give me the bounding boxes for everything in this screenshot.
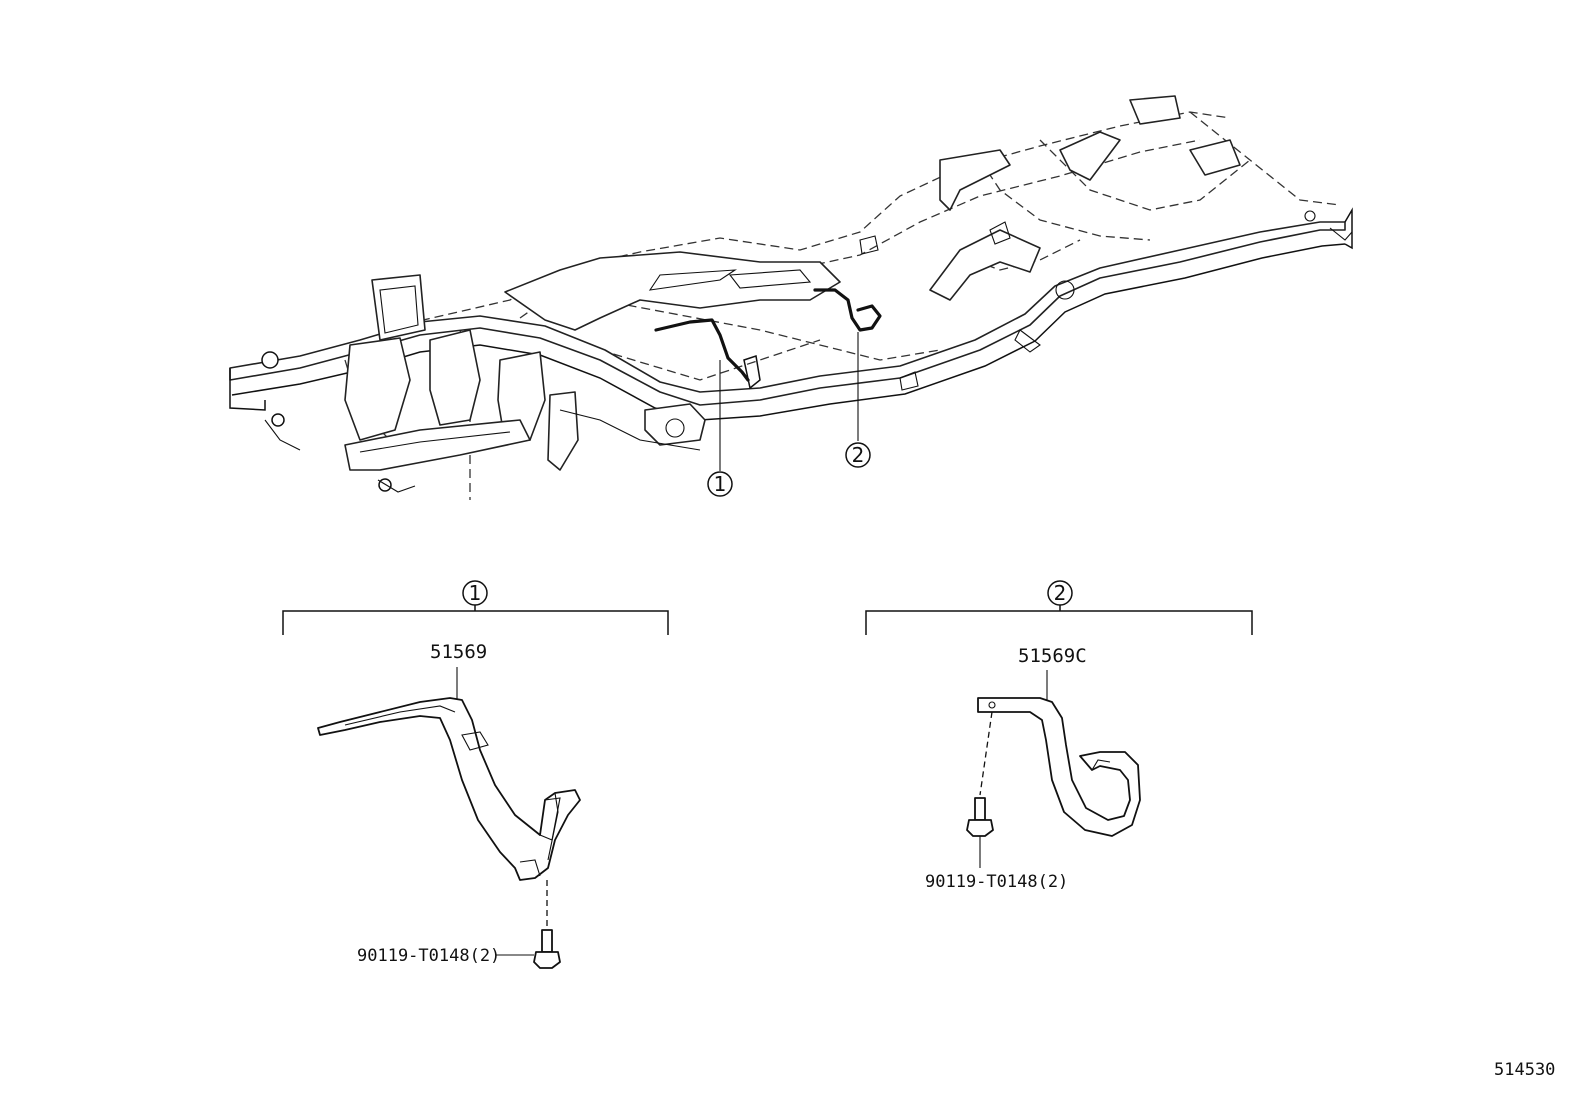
part-number-90119-t0148-group2: 90119-T0148(2) (925, 872, 1068, 892)
bracket-51569-icon (317, 697, 581, 881)
bolt-icon (966, 797, 994, 837)
part-number-51569: 51569 (430, 641, 487, 663)
group-1: 1 51569 90119-T0148(2) (282, 580, 669, 969)
bracket-51569c-icon (977, 697, 1141, 837)
group-2: 2 51569C 90119-T0148(2) (865, 580, 1253, 892)
callout-2-frame: 2 (845, 442, 871, 468)
part-number-51569c: 51569C (1018, 645, 1087, 667)
callout-1-frame: 1 (707, 471, 733, 497)
illustration-id: 514530 (1494, 1060, 1555, 1080)
part-number-90119-t0148-group1: 90119-T0148(2) (357, 946, 500, 966)
frame-assembly-icon (229, 95, 1353, 500)
callout-2-text: 2 (852, 443, 865, 467)
bolt-icon (533, 929, 561, 969)
frame-leaders (719, 332, 859, 471)
callout-1-text: 1 (714, 472, 727, 496)
group-1-callout-text: 1 (469, 581, 482, 605)
group-2-callout-text: 2 (1054, 581, 1067, 605)
